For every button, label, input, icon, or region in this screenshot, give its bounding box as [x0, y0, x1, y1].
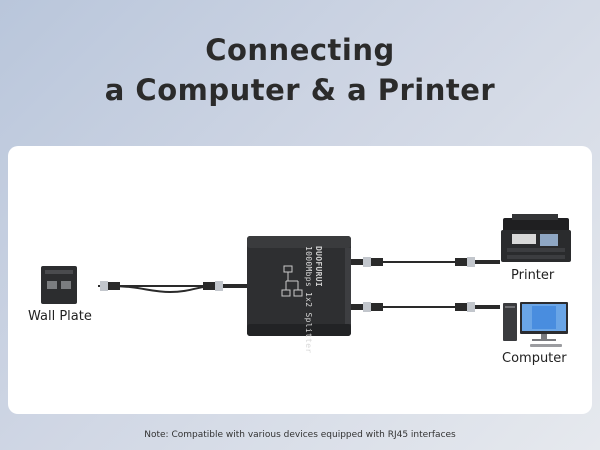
- title-line-1: Connecting: [205, 33, 395, 67]
- rj45-connector: [467, 302, 475, 312]
- printer-icon: [501, 214, 571, 262]
- rj45-connector: [363, 302, 371, 312]
- cable-splitter-to-printer: [351, 257, 500, 267]
- connector-boot: [455, 303, 467, 311]
- computer-icon: [503, 302, 568, 347]
- connector-boot: [203, 282, 215, 290]
- cable-splitter-to-computer: [351, 302, 500, 312]
- splitter-icon: [247, 236, 351, 336]
- compatibility-note: Note: Compatible with various devices eq…: [144, 430, 456, 440]
- splitter-brand-text: DUOFURUI: [314, 246, 323, 287]
- connector-boot: [371, 303, 383, 311]
- connector-boot: [455, 258, 467, 266]
- cable-wall-to-splitter: [98, 281, 247, 294]
- rj45-connector: [215, 281, 223, 291]
- connector-boot: [108, 282, 120, 290]
- rj45-connector: [100, 281, 108, 291]
- page-title: Connecting a Computer & a Printer: [0, 30, 600, 110]
- title-line-2: a Computer & a Printer: [104, 73, 496, 107]
- rj45-connector: [467, 257, 475, 267]
- wall-plate-icon: [41, 266, 77, 304]
- computer-label: Computer: [502, 351, 567, 366]
- splitter-model-text: 1000Mbps 1x2 Splitter: [304, 246, 313, 354]
- rj45-connector: [363, 257, 371, 267]
- connector-boot: [371, 258, 383, 266]
- printer-label: Printer: [511, 268, 555, 283]
- wall-plate-label: Wall Plate: [28, 309, 92, 324]
